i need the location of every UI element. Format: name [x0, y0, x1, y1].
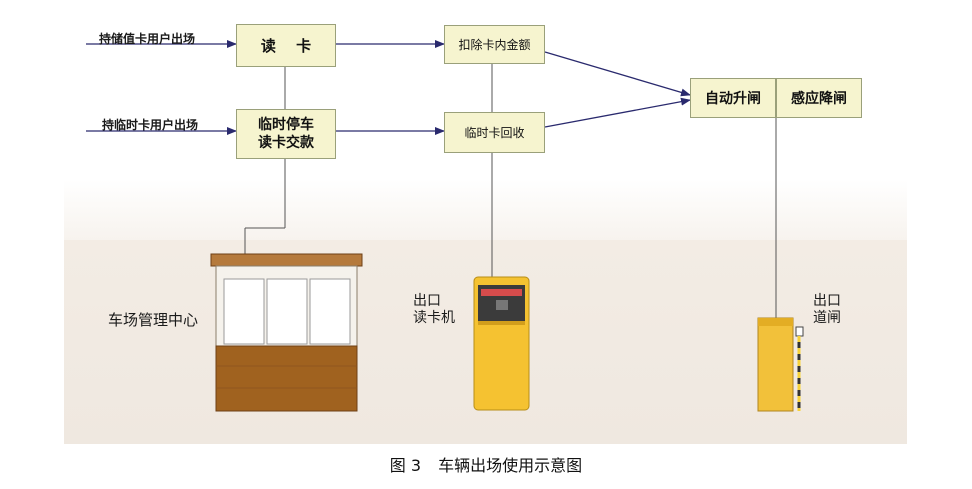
box-sense-lower-gate: 感应降闸 [776, 78, 862, 118]
box-sense-lower-gate-text: 感应降闸 [791, 91, 847, 107]
label-exit-card-reader: 出口 读卡机 [413, 293, 455, 326]
box-temp-card-recycle-text: 临时卡回收 [464, 126, 525, 140]
arrow-recycle-to-gate [544, 97, 691, 128]
box-temp-parking-pay: 临时停车 读卡交款 [236, 109, 336, 159]
figure-title: 车辆出场使用示意图 [438, 456, 583, 475]
box-temp-parking-pay-text: 临时停车 读卡交款 [258, 117, 314, 151]
upper-background [64, 180, 907, 240]
box-deduct-balance-text: 扣除卡内金额 [458, 38, 531, 52]
figure-caption: 图 3 车辆出场使用示意图 [0, 452, 972, 476]
figure-number: 图 3 [389, 456, 422, 475]
box-auto-raise-gate-text: 自动升闸 [705, 91, 761, 107]
box-read-card-text: 读 卡 [260, 37, 312, 55]
label-temp-card-user: 持临时卡用户出场 [102, 118, 199, 132]
box-temp-card-recycle: 临时卡回收 [444, 112, 545, 153]
box-auto-raise-gate: 自动升闸 [690, 78, 776, 118]
box-read-card: 读 卡 [236, 24, 336, 67]
label-stored-value-user: 持储值卡用户出场 [99, 32, 196, 46]
box-deduct-balance: 扣除卡内金额 [444, 25, 545, 64]
exit-barrier-gate [757, 317, 804, 412]
arrow-deduct-to-gate [544, 51, 691, 97]
label-exit-gate: 出口 道闸 [813, 293, 841, 326]
parking-center-booth [210, 253, 363, 412]
label-parking-center: 车场管理中心 [108, 311, 199, 329]
exit-card-reader-kiosk [473, 276, 530, 411]
